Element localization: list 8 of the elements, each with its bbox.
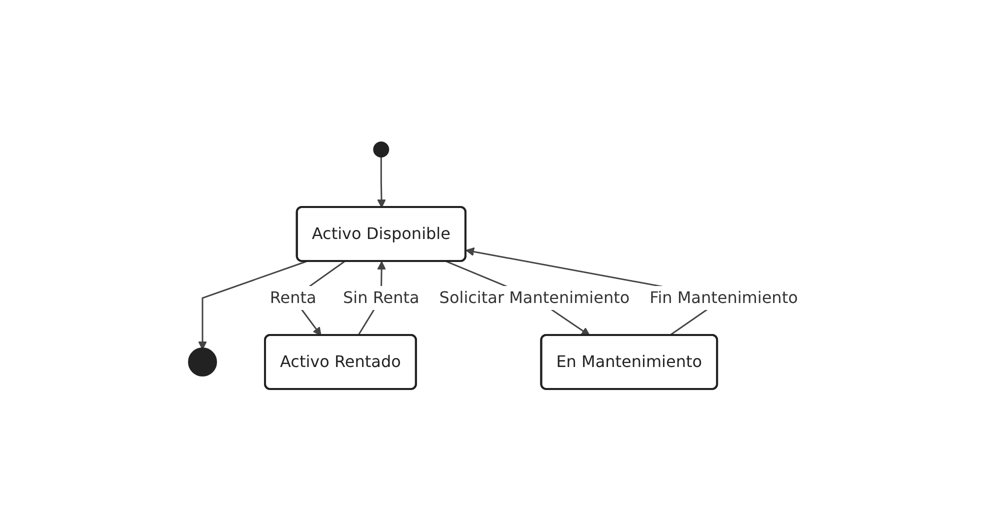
arrow [377,157,386,208]
edge-label: Solicitar Mantenimiento [439,288,630,307]
edge-label: Sin Renta [343,288,420,307]
edge-label: Renta [270,288,316,307]
arrow [198,260,307,350]
node-circle [188,347,218,376]
edge-label: Fin Mantenimiento [650,288,798,307]
node-circle [373,142,390,158]
